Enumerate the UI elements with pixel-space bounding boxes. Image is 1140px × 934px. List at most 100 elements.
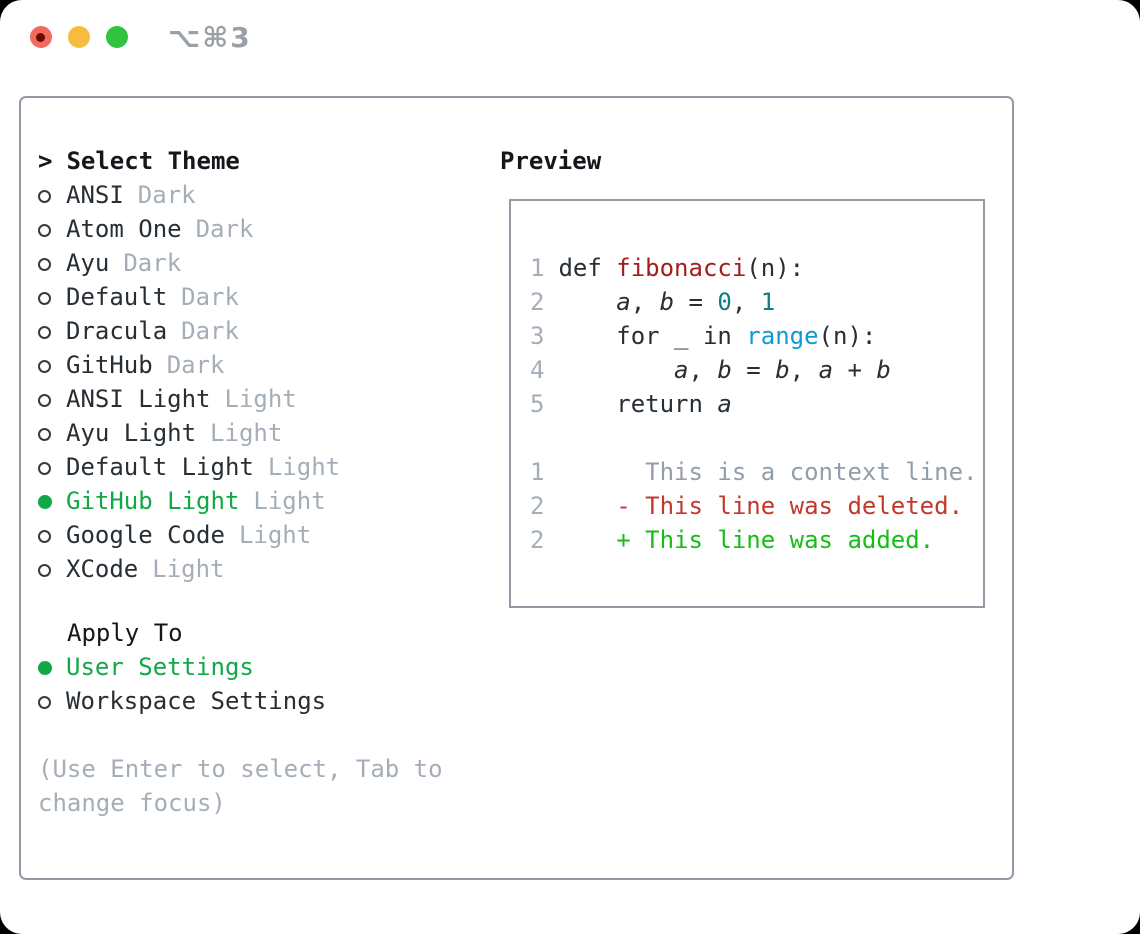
close-button[interactable]: [30, 26, 52, 48]
radio-icon: [38, 428, 51, 441]
apply-to-name: User Settings: [66, 653, 254, 681]
line-number: 2: [530, 288, 545, 316]
line-number: 2: [530, 526, 545, 554]
radio-icon: [38, 258, 51, 271]
theme-variant: Dark: [166, 351, 225, 379]
code-token: [558, 526, 616, 554]
line-number: 2: [530, 492, 545, 520]
line-number: 3: [530, 322, 545, 350]
code-token: + This line was added.: [616, 526, 935, 554]
line-number: 1: [530, 254, 545, 282]
code-token: ,: [630, 288, 660, 316]
theme-option[interactable]: XCode Light: [38, 552, 478, 586]
spacer: [38, 586, 478, 616]
theme-name: XCode: [66, 555, 139, 583]
theme-name: Dracula: [66, 317, 168, 345]
line-number: 4: [530, 356, 545, 384]
code-token: =: [731, 356, 776, 384]
traffic-lights: [30, 26, 128, 48]
spacer: [38, 718, 478, 752]
theme-name: Atom One: [66, 215, 182, 243]
code-line: 5 return a: [530, 387, 983, 421]
radio-icon: [38, 224, 51, 237]
theme-variant: Dark: [195, 215, 254, 243]
window-titlebar: ⌥⌘3: [0, 0, 1140, 96]
code-token: [558, 356, 674, 384]
theme-name: ANSI Light: [66, 385, 211, 413]
radio-icon: [38, 462, 51, 475]
selected-radio-icon: [38, 661, 52, 675]
code-line: 4 a, b = b, a + b: [530, 353, 983, 387]
line-number: 5: [530, 390, 545, 418]
selected-radio-icon: [38, 495, 52, 509]
diff-line: 2 + This line was added.: [530, 523, 983, 557]
apply-to-option[interactable]: User Settings: [38, 650, 478, 684]
radio-icon: [38, 360, 51, 373]
code-token: for _ in: [558, 322, 747, 350]
radio-icon: [38, 394, 51, 407]
radio-icon: [38, 530, 51, 543]
theme-variant: Light: [210, 419, 283, 447]
theme-variant: Light: [267, 453, 341, 481]
preview-title: Preview: [500, 147, 602, 175]
code-token: a: [818, 356, 834, 384]
code-token: [558, 288, 616, 316]
unsaved-dot-icon: [35, 32, 45, 42]
code-line: 2 a, b = 0, 1: [530, 285, 983, 319]
theme-variant: Dark: [123, 249, 182, 277]
theme-variant: Dark: [181, 317, 239, 345]
prompt-icon: >: [38, 147, 53, 175]
radio-icon: [38, 564, 51, 577]
code-token: b: [775, 356, 790, 384]
code-token: 0: [717, 288, 732, 316]
code-token: a: [616, 288, 631, 316]
code-line: 3 for _ in range(n):: [530, 319, 983, 353]
code-token: [558, 492, 616, 520]
code-token: def: [558, 254, 617, 282]
code-token: a: [717, 390, 732, 418]
select-theme-header: >Select Theme: [38, 144, 478, 178]
theme-variant: Light: [152, 555, 225, 583]
theme-name: GitHub Light: [66, 487, 240, 515]
theme-name: GitHub: [66, 351, 153, 379]
code-token: ,: [688, 356, 718, 384]
apply-to-option[interactable]: Workspace Settings: [38, 684, 478, 718]
code-token: +: [833, 356, 877, 384]
theme-name: Ayu Light: [66, 419, 197, 447]
theme-name: ANSI: [66, 181, 124, 209]
diff-preview: 1 This is a context line.2 - This line w…: [530, 455, 983, 557]
theme-option[interactable]: Atom One Dark: [38, 212, 478, 246]
zoom-button[interactable]: [106, 26, 128, 48]
code-token: ,: [789, 356, 819, 384]
theme-option[interactable]: Dracula Dark: [38, 314, 478, 348]
theme-name: Default: [66, 283, 168, 311]
diff-line: 2 - This line was deleted.: [530, 489, 983, 523]
code-token: b: [659, 288, 675, 316]
code-token: return: [558, 390, 718, 418]
code-token: b: [876, 356, 891, 384]
radio-icon: [38, 696, 51, 709]
line-number: 1: [530, 458, 545, 486]
code-token: =: [674, 288, 718, 316]
code-token: - This line was deleted.: [616, 492, 964, 520]
radio-icon: [38, 292, 51, 305]
code-token: fibonacci: [616, 254, 747, 282]
theme-option[interactable]: Ayu Light Light: [38, 416, 478, 450]
code-token: range: [746, 322, 819, 350]
minimize-button[interactable]: [68, 26, 90, 48]
theme-option[interactable]: GitHub Dark: [38, 348, 478, 382]
